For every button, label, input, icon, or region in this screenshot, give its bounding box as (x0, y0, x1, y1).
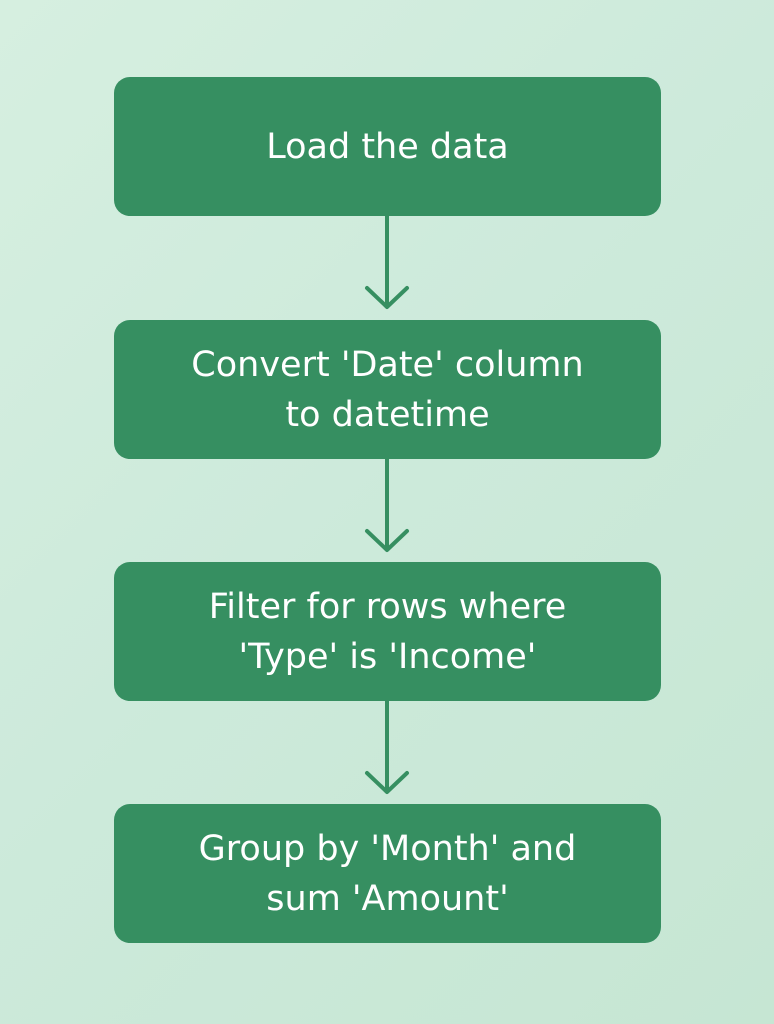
step-group-sum: Group by 'Month' and sum 'Amount' (114, 804, 661, 943)
arrow-3-to-4 (365, 699, 409, 794)
arrow-1-to-2 (365, 214, 409, 309)
arrow-2-to-3 (365, 457, 409, 552)
step-convert-date: Convert 'Date' column to datetime (114, 320, 661, 459)
step-label: Convert 'Date' column to datetime (191, 344, 584, 435)
step-load-data: Load the data (114, 77, 661, 216)
step-filter-income: Filter for rows where 'Type' is 'Income' (114, 562, 661, 701)
step-label: Load the data (266, 126, 509, 167)
step-label: Group by 'Month' and sum 'Amount' (198, 828, 577, 919)
step-label: Filter for rows where 'Type' is 'Income' (208, 586, 567, 677)
